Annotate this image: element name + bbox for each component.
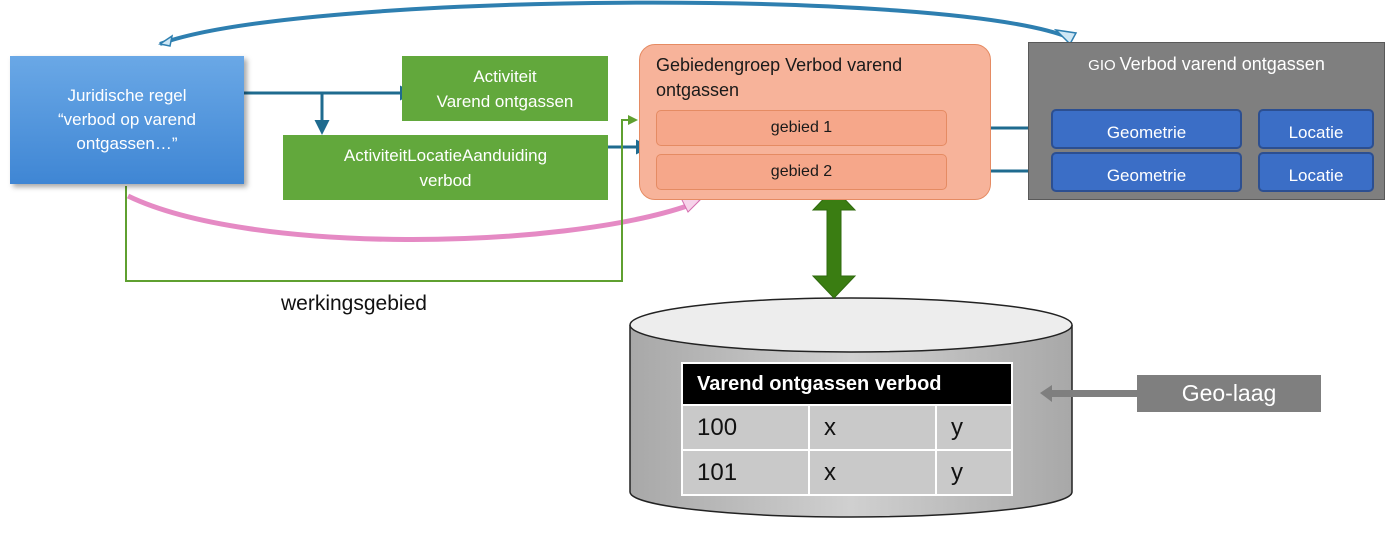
locatie-2-label: Locatie	[1288, 166, 1344, 185]
gebied-2-label: gebied 2	[770, 163, 833, 180]
geolaag-arrow	[1040, 385, 1137, 402]
werkingsgebied-label: werkingsgebied	[281, 292, 427, 315]
geo-table-header: Varend ontgassen verbod	[681, 362, 1013, 406]
table-cell-id: 100	[681, 404, 810, 451]
activiteit-box: Activiteit Varend ontgassen	[402, 56, 608, 121]
locatie-1-label: Locatie	[1288, 123, 1344, 142]
geometrie-2-box: Geometrie	[1051, 152, 1242, 192]
locatie-2-box: Locatie	[1258, 152, 1374, 192]
table-cell-x: x	[808, 404, 937, 451]
geo-laag-label: Geo-laag	[1181, 380, 1277, 406]
geometrie-1-label: Geometrie	[1106, 123, 1187, 142]
table-row: 101 x y	[681, 449, 1013, 496]
table-row: 100 x y	[681, 404, 1013, 451]
geo-laag-box: Geo-laag	[1137, 375, 1321, 412]
gebied-2-box: gebied 2	[656, 154, 947, 190]
geometrie-1-box: Geometrie	[1051, 109, 1242, 149]
activiteitlocatieaanduiding-text: ActiviteitLocatieAanduiding verbod	[343, 145, 548, 190]
locatie-1-box: Locatie	[1258, 109, 1374, 149]
table-cell-y: y	[935, 404, 1013, 451]
gio-title-text: Verbod varend ontgassen	[1119, 54, 1325, 74]
gebied-1-box: gebied 1	[656, 110, 947, 146]
pink-curve-arrow	[126, 193, 691, 242]
double-arrow-database	[811, 187, 857, 299]
gio-prefix: GIO	[1088, 57, 1116, 74]
table-cell-x: x	[808, 449, 937, 496]
geo-table-header-row: Varend ontgassen verbod	[681, 362, 1013, 406]
juridische-regel-box: Juridische regel “verbod op varend ontga…	[10, 56, 244, 184]
top-curve-arrow	[159, 0, 1071, 46]
gebied-1-label: gebied 1	[770, 119, 833, 136]
activiteit-text: Activiteit Varend ontgassen	[436, 66, 574, 111]
werkingsgebied-line	[125, 115, 638, 282]
activiteitlocatieaanduiding-box: ActiviteitLocatieAanduiding verbod	[283, 135, 608, 200]
table-cell-y: y	[935, 449, 1013, 496]
gebiedengroep-title: Gebiedengroep Verbod varend ontgassen	[656, 55, 903, 100]
geo-table: Varend ontgassen verbod 100 x y 101 x y	[681, 362, 1013, 496]
table-cell-id: 101	[681, 449, 810, 496]
juridische-regel-text: Juridische regel “verbod op varend ontga…	[58, 86, 196, 153]
geometrie-2-label: Geometrie	[1106, 166, 1187, 185]
